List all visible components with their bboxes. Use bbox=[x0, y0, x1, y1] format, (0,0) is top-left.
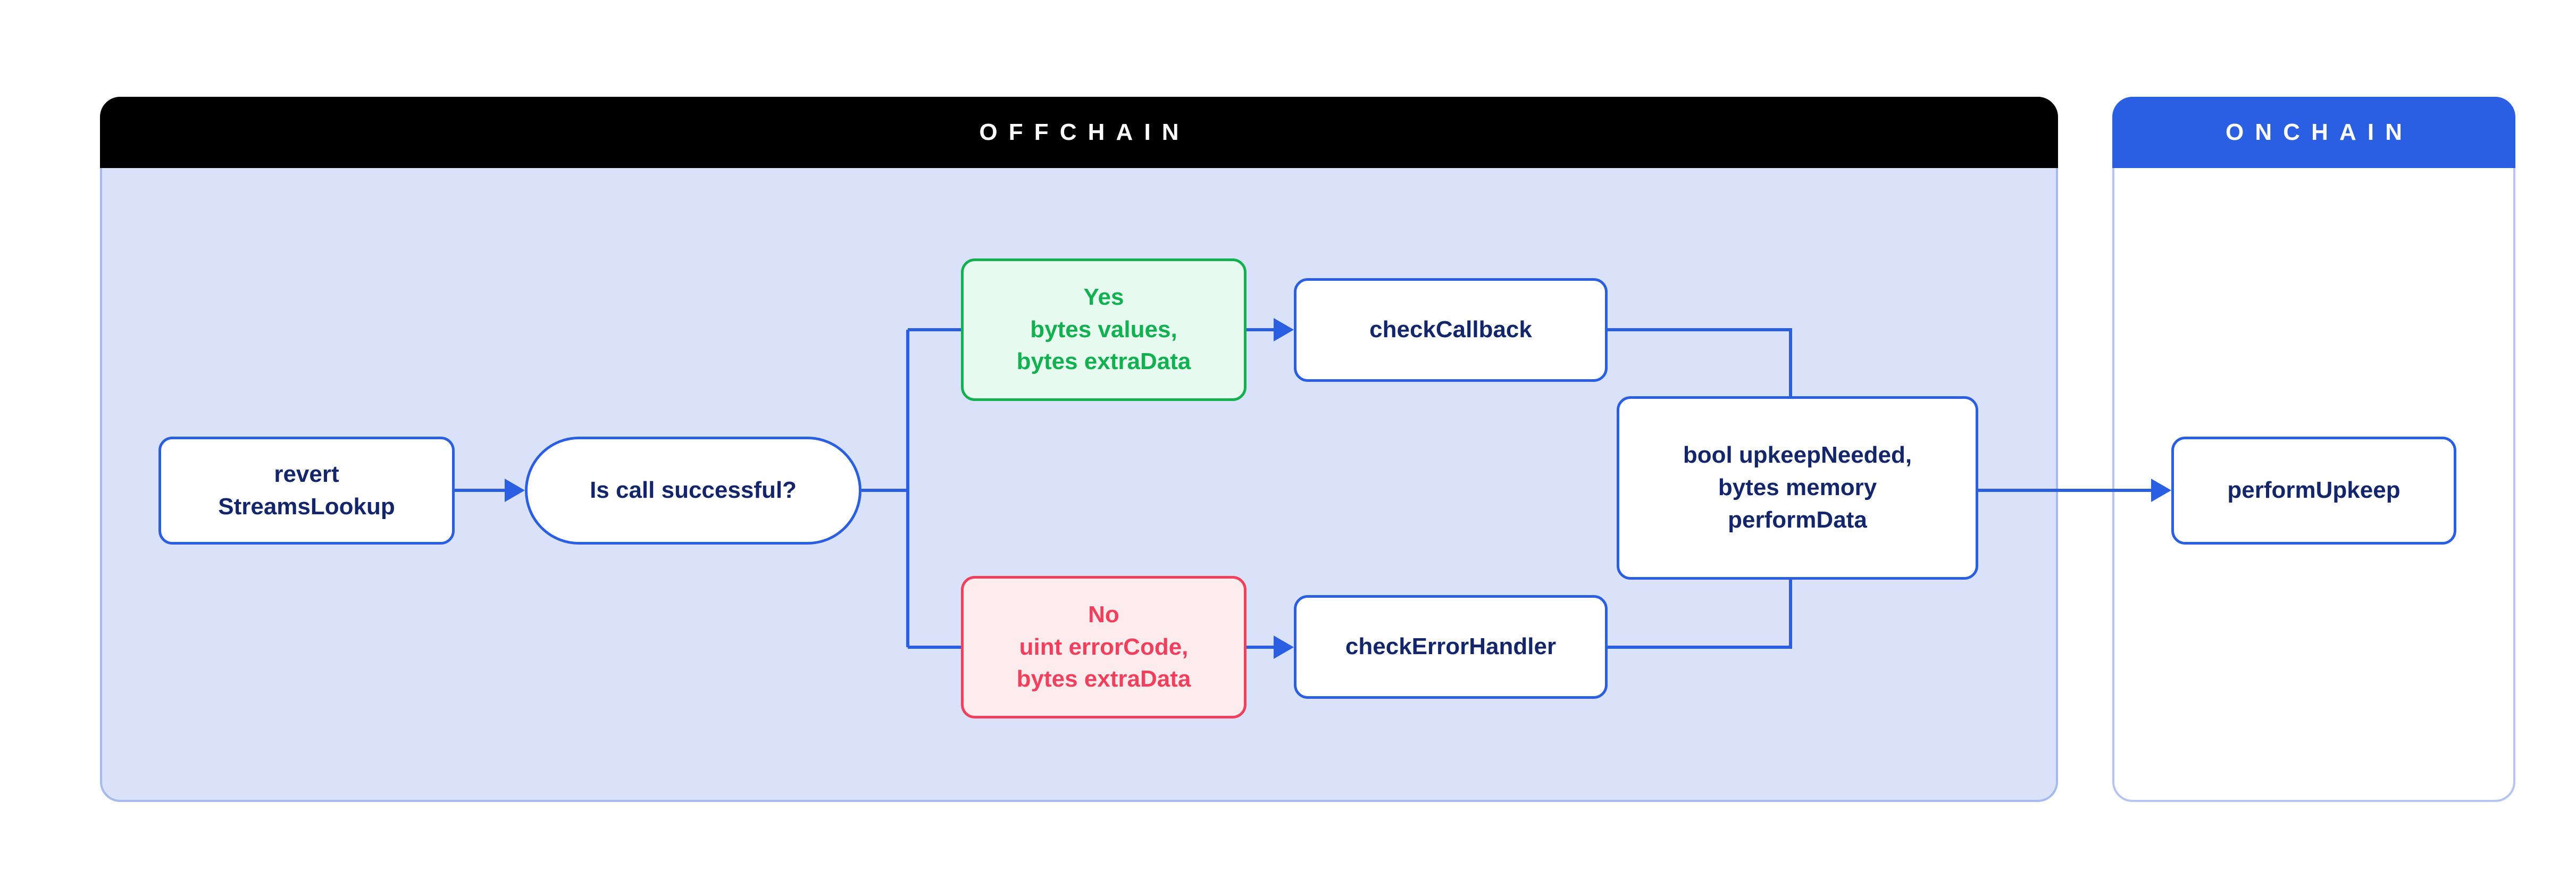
node-no-branch-label: No uint errorCode, bytes extraData bbox=[1016, 601, 1191, 692]
offchain-title: OFFCHAIN bbox=[979, 119, 1190, 145]
node-checkerrorhandler: checkErrorHandler bbox=[1294, 595, 1608, 699]
onchain-title: ONCHAIN bbox=[2225, 119, 2414, 145]
node-checkerrorhandler-label: checkErrorHandler bbox=[1345, 633, 1557, 660]
edge-checkerrorhandler-to-result bbox=[1608, 580, 1792, 649]
node-revert-streamslookup: revert StreamsLookup bbox=[158, 437, 455, 545]
offchain-header: OFFCHAIN bbox=[100, 97, 2058, 168]
node-is-call-successful-label: Is call successful? bbox=[590, 477, 797, 504]
node-no-branch: No uint errorCode, bytes extraData bbox=[961, 576, 1247, 718]
edge-checkcallback-to-result bbox=[1608, 328, 1792, 396]
node-upkeepneeded-performdata-label: bool upkeepNeeded, bytes memory performD… bbox=[1683, 442, 1912, 533]
node-revert-streamslookup-label: revert StreamsLookup bbox=[218, 461, 395, 520]
node-checkcallback: checkCallback bbox=[1294, 278, 1608, 382]
arrowhead-question-icon bbox=[505, 479, 525, 502]
node-performupkeep: performUpkeep bbox=[2171, 437, 2456, 545]
node-upkeepneeded-performdata: bool upkeepNeeded, bytes memory performD… bbox=[1617, 396, 1978, 580]
node-performupkeep-label: performUpkeep bbox=[2227, 477, 2401, 504]
node-yes-branch-label: Yes bytes values, bytes extraData bbox=[1016, 283, 1191, 375]
arrowhead-checkcallback-icon bbox=[1274, 318, 1294, 341]
node-yes-branch: Yes bytes values, bytes extraData bbox=[961, 258, 1247, 401]
arrowhead-performupkeep-icon bbox=[2151, 479, 2171, 502]
node-checkcallback-label: checkCallback bbox=[1369, 316, 1532, 343]
node-is-call-successful: Is call successful? bbox=[525, 437, 862, 545]
arrowhead-checkerrorhandler-icon bbox=[1274, 636, 1294, 659]
onchain-header: ONCHAIN bbox=[2112, 97, 2515, 168]
